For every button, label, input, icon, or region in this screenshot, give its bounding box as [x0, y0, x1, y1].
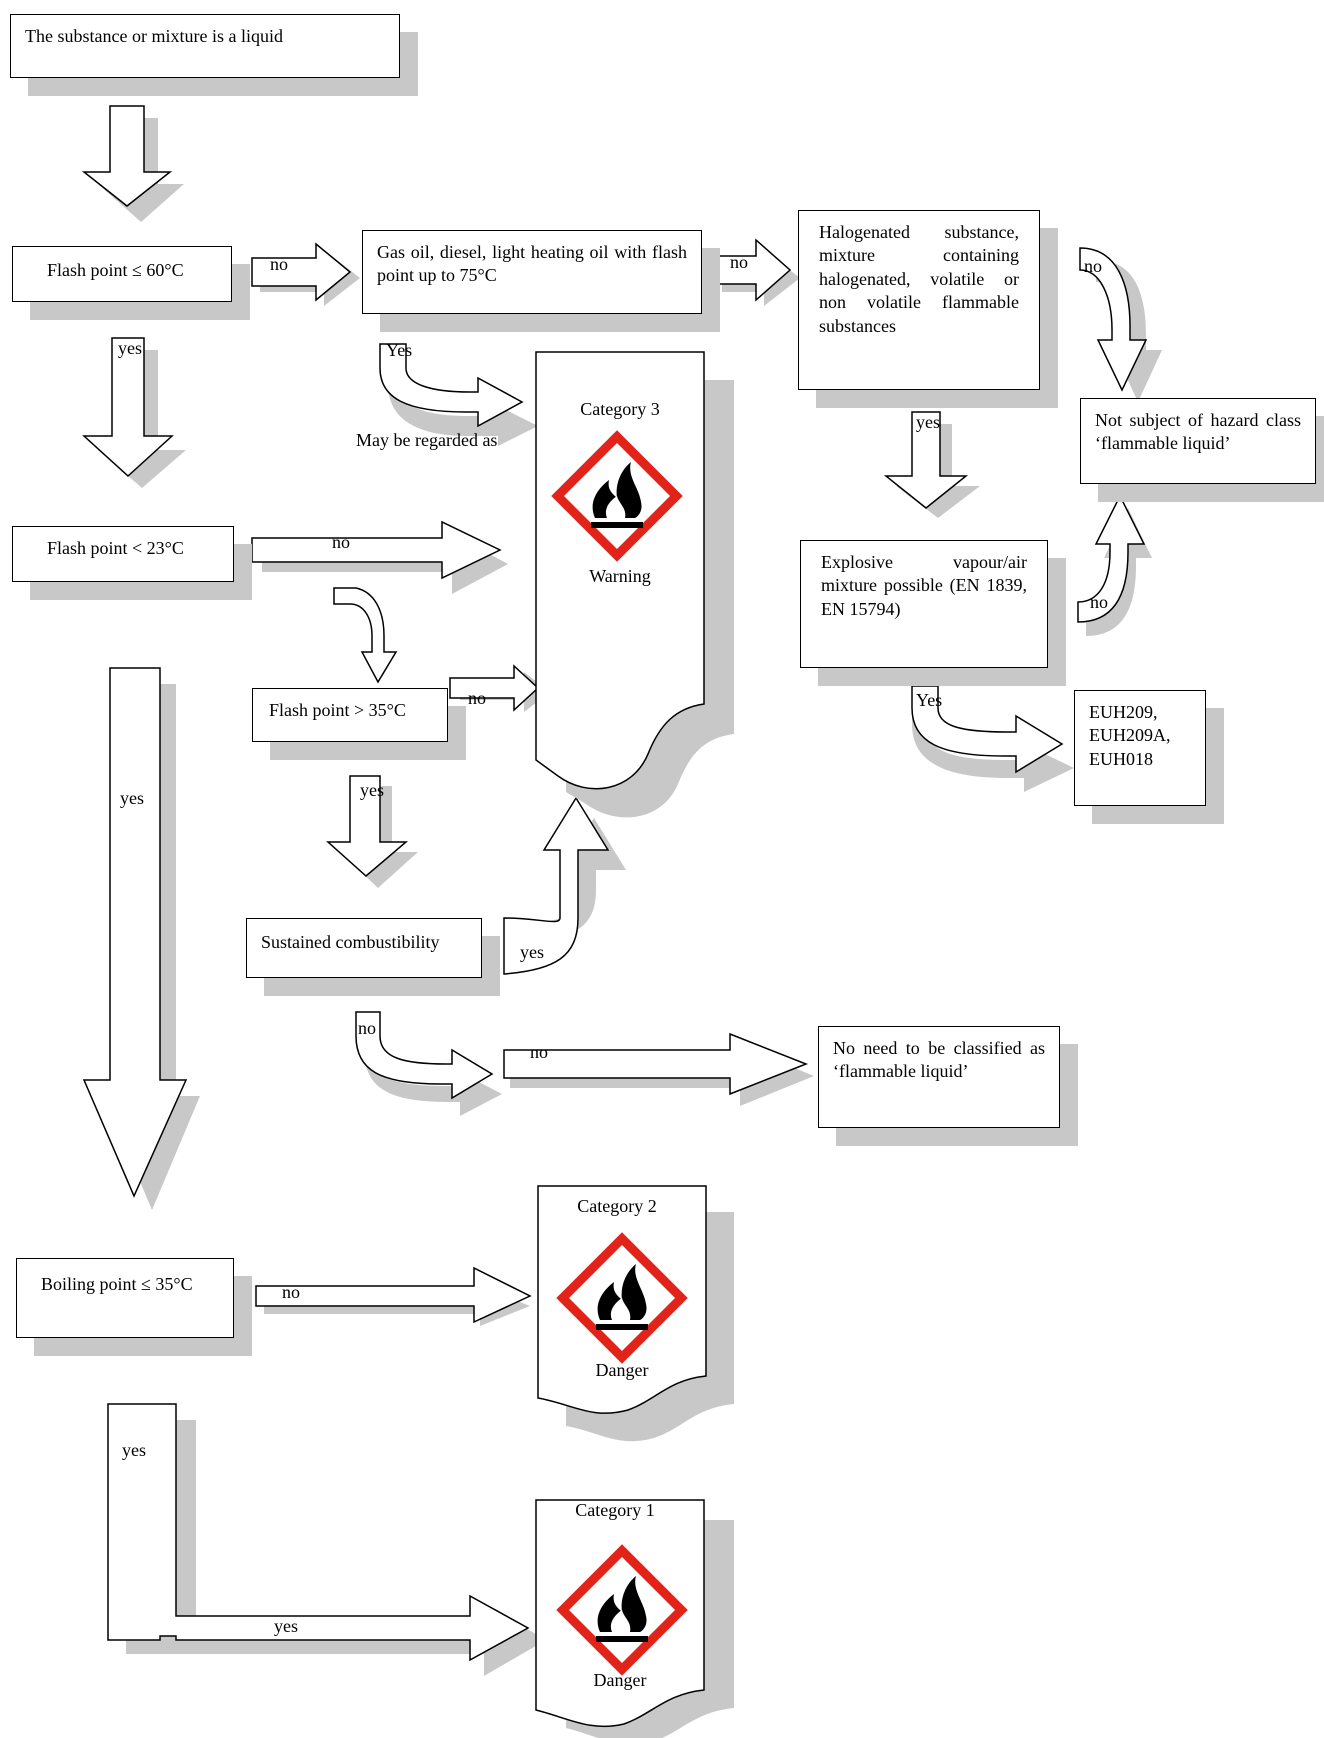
- arrow-sustained-yes: [503, 796, 610, 975]
- arrow-boiling-no: [255, 1266, 532, 1324]
- edge-label-flash23-yes: yes: [120, 788, 144, 808]
- edge-label-gasoil-no: no: [730, 252, 748, 272]
- category-3-title: Category 3: [580, 399, 660, 419]
- arrow-start-down: [81, 105, 173, 207]
- edge-label-halogen-yes: yes: [916, 412, 940, 432]
- category-3-shape: [535, 351, 705, 790]
- euh-node: EUH209, EUH209A, EUH018: [1074, 690, 1206, 806]
- category-2-signal: Danger: [595, 1360, 649, 1380]
- edge-label-sustained-no: no: [358, 1018, 376, 1038]
- arrow-flash23-no: [251, 520, 502, 580]
- boiling-point-node: Boiling point ≤ 35°C: [16, 1258, 234, 1338]
- arrow-flash35-no: [449, 664, 540, 712]
- edge-label-boiling-yes-arrow: yes: [274, 1616, 298, 1636]
- arrow-halogen-yes: [883, 411, 969, 509]
- arrow-no-need: [503, 1032, 809, 1096]
- halogenated-node: Halogenated substance, mixture containin…: [798, 210, 1040, 390]
- edge-label-explosive-yes: Yes: [916, 690, 943, 710]
- category-2-title: Category 2: [577, 1196, 657, 1216]
- edge-label-sustained-no-arrow: no: [530, 1042, 548, 1062]
- category-1-signal: Danger: [593, 1670, 647, 1690]
- edge-label-boiling-no: no: [282, 1282, 300, 1302]
- arrow-flash60-yes: [82, 337, 174, 478]
- arrow-flash23-long-yes: [82, 667, 188, 1198]
- edge-label-flash23-no: no: [332, 532, 350, 552]
- edge-label-flash60-no: no: [270, 254, 288, 274]
- arrow-flash23-yes: [333, 587, 398, 684]
- edge-label-explosive-no: no: [1090, 592, 1108, 612]
- arrow-gasoil-yes: [379, 343, 524, 428]
- gas-oil-node: Gas oil, diesel, light heating oil with …: [362, 230, 702, 314]
- edge-label-boiling-yes: yes: [122, 1440, 146, 1460]
- edge-label-flash60-yes: yes: [118, 338, 142, 358]
- category-1-title: Category 1: [575, 1500, 655, 1520]
- edge-label-may-be-regarded: May be regarded as: [356, 430, 498, 450]
- edge-label-flash35-no: no: [468, 688, 486, 708]
- no-need-node: No need to be classified as ‘flammable l…: [818, 1026, 1060, 1128]
- arrow-flash35-yes: [326, 775, 409, 877]
- flash-point-35-node: Flash point > 35°C: [252, 688, 448, 742]
- arrow-explosive-yes: [911, 685, 1064, 774]
- flash-point-60-node: Flash point ≤ 60°C: [12, 246, 232, 302]
- category-3-signal: Warning: [589, 566, 651, 586]
- edge-label-flash35-yes: yes: [360, 780, 384, 800]
- arrow-flash60-no: [251, 242, 352, 302]
- start-node: The substance or mixture is a liquid: [10, 14, 400, 78]
- edge-label-sustained-yes: yes: [520, 942, 544, 962]
- arrow-halogen-no: [1079, 247, 1148, 392]
- edge-label-halogen-no: no: [1084, 256, 1102, 276]
- arrow-boiling-yes: [107, 1403, 530, 1662]
- edge-label-gasoil-yes: Yes: [386, 340, 413, 360]
- arrow-sustained-no: [355, 1011, 494, 1100]
- flash-point-23-node: Flash point < 23°C: [12, 526, 234, 582]
- not-subject-node: Not subject of hazard class ‘flammable l…: [1080, 398, 1316, 484]
- explosive-node: Explosive vapour/air mixture possible (E…: [800, 540, 1048, 668]
- sustained-combustibility-node: Sustained combustibility: [246, 918, 482, 978]
- arrow-gasoil-no: [713, 238, 792, 302]
- arrow-explosive-no: [1077, 494, 1146, 623]
